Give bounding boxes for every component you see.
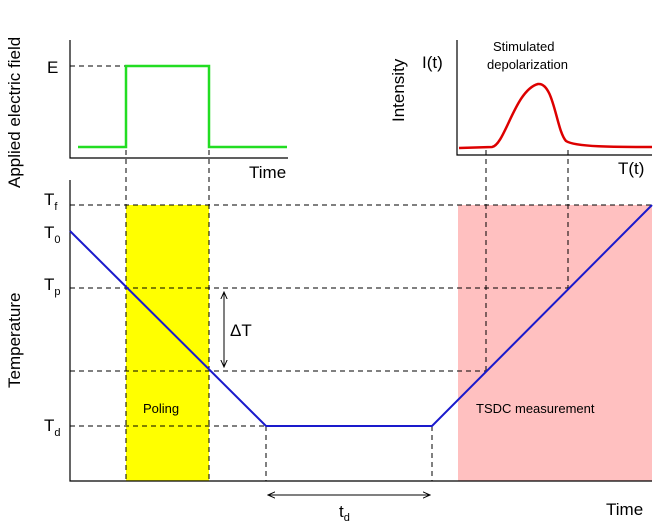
poling-label: Poling bbox=[143, 401, 179, 416]
tsdc-measurement-label: TSDC measurement bbox=[476, 401, 595, 416]
poling-region bbox=[126, 205, 209, 481]
tp-label: Tp bbox=[44, 275, 61, 298]
main-time-label: Time bbox=[606, 500, 643, 519]
td-label: Td bbox=[44, 416, 61, 439]
temperature-profile-line bbox=[69, 204, 653, 427]
field-time-label: Time bbox=[249, 163, 286, 182]
depolarization-annotation: depolarization bbox=[487, 57, 568, 72]
field-axis-label: Applied electric field bbox=[5, 37, 24, 188]
intensity-axis-label: Intensity bbox=[389, 58, 408, 122]
stimulated-annotation: Stimulated bbox=[493, 39, 554, 54]
intensity-axes bbox=[456, 40, 652, 156]
t0-label: T0 bbox=[44, 223, 61, 246]
tsdc-measurement-region bbox=[458, 205, 652, 481]
field-pulse-line bbox=[78, 64, 287, 149]
electric-field-panel: E Time Applied electric field bbox=[5, 37, 288, 188]
temperature-axes bbox=[69, 180, 652, 482]
temperature-time-label: T(t) bbox=[618, 159, 644, 178]
temperature-axis-label: Temperature bbox=[5, 293, 24, 388]
td-duration-label: td bbox=[339, 502, 350, 521]
intensity-symbol: I(t) bbox=[422, 53, 443, 72]
delta-t-label: ΔT bbox=[230, 321, 252, 340]
temperature-panel: ΔT td Tf T0 Tp Td Temperature Time Polin… bbox=[5, 150, 653, 521]
field-level-label: E bbox=[47, 58, 58, 77]
depolarization-peak-curve bbox=[458, 82, 653, 150]
tf-label: Tf bbox=[44, 190, 58, 213]
intensity-panel: I(t) Intensity Stimulated depolarization… bbox=[389, 39, 653, 178]
panel-axes bbox=[69, 40, 288, 159]
